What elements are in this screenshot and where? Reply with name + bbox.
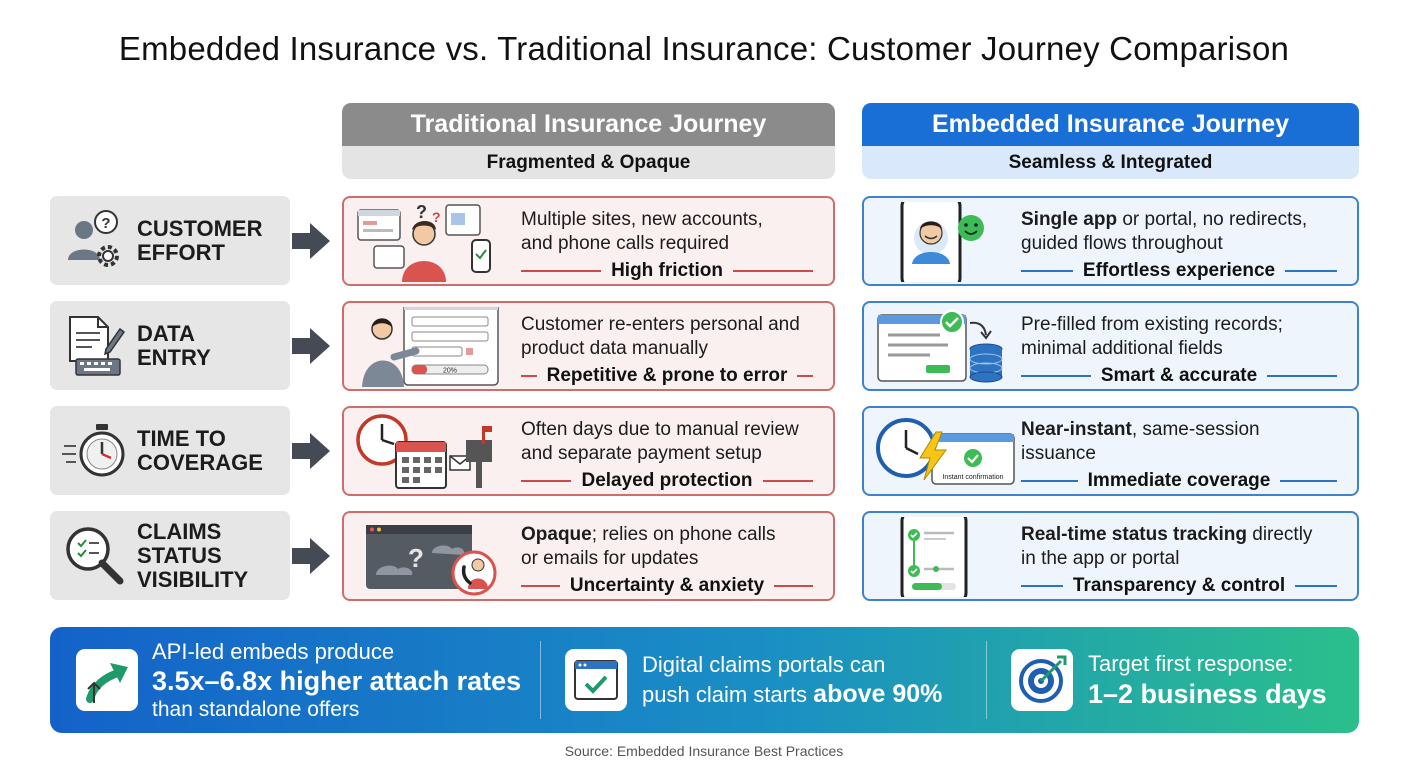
stat-line1: Digital claims portals can	[642, 651, 886, 677]
right-arrow-icon	[292, 328, 330, 364]
stat-line2: push claim starts	[642, 681, 814, 707]
traditional-header-subtitle: Fragmented & Opaque	[342, 146, 835, 179]
row-label-line3: VISIBILITY	[137, 566, 249, 592]
card-tag: Delayed protection	[581, 470, 753, 491]
magnifier-checklist-icon	[66, 527, 124, 585]
traditional-header-title: Traditional Insurance Journey	[342, 103, 835, 146]
right-arrow-icon	[292, 223, 330, 259]
source-note: Source: Embedded Insurance Best Practice…	[564, 743, 844, 759]
card-text-line2: and phone calls required	[521, 233, 730, 254]
clock-lightning-confirmation-icon: Instant confirmation	[876, 418, 1015, 485]
row-label-line1: TIME TO	[137, 425, 226, 451]
stat-line1: API-led embeds produce	[152, 638, 395, 664]
row-label-line2: ENTRY	[137, 344, 211, 370]
confused-person-websites-phone-icon: ? ?	[357, 202, 491, 282]
card-bold-text: Single app	[1021, 209, 1118, 230]
card-text-line1: ; relies on phone calls	[591, 524, 776, 545]
stat-first-response: Target first response: 1–2 business days	[987, 627, 1359, 733]
embedded-card: Real-time status tracking directly in th…	[862, 511, 1359, 601]
card-bold-text: Real-time status tracking	[1021, 524, 1247, 545]
stat-highlight: 3.5x–6.8x higher attach rates	[152, 665, 522, 696]
svg-text:?: ?	[408, 543, 424, 573]
card-tag: High friction	[611, 260, 723, 281]
checked-window-icon	[565, 649, 627, 711]
card-text-line1: , same-session	[1131, 419, 1260, 440]
svg-text:?: ?	[416, 202, 427, 222]
traditional-card: ? ? Multiple sites, new accounts, and ph…	[342, 196, 835, 286]
growth-arrow-icon	[76, 649, 138, 711]
traditional-column-header: Traditional Insurance Journey Fragmented…	[342, 103, 835, 179]
embedded-card: Pre-filled from existing records; minima…	[862, 301, 1359, 391]
card-text-line2: minimal additional fields	[1021, 338, 1223, 359]
embedded-header-subtitle: Seamless & Integrated	[862, 146, 1359, 179]
card-bold-text: Near-instant	[1021, 419, 1132, 440]
traditional-card: Often days due to manual review and sepa…	[342, 406, 835, 496]
card-bold-text: Opaque	[521, 524, 592, 545]
stopwatch-icon	[62, 424, 125, 477]
traditional-card: 20% Customer re-enters personal and prod…	[342, 301, 835, 391]
document-keyboard-icon	[69, 316, 126, 376]
row-label-line2: EFFORT	[137, 239, 225, 265]
embedded-card: Single app or portal, no redirects, guid…	[862, 196, 1359, 286]
traditional-card: ? Opaque; relies on phone calls or email…	[342, 511, 835, 601]
svg-text:?: ?	[432, 209, 441, 225]
row-label-line2: STATUS	[137, 542, 222, 568]
right-arrow-icon	[292, 538, 330, 574]
svg-text:?: ?	[101, 215, 110, 232]
prefilled-form-database-icon	[877, 310, 1003, 383]
card-text-line1: Often days due to manual review	[521, 419, 799, 440]
card-tag: Smart & accurate	[1100, 365, 1258, 386]
target-icon	[1011, 649, 1073, 711]
card-tag: Uncertainty & anxiety	[569, 575, 765, 596]
page-title: Embedded Insurance vs. Traditional Insur…	[118, 30, 1290, 67]
embedded-header-title: Embedded Insurance Journey	[862, 103, 1359, 146]
embedded-column-header: Embedded Insurance Journey Seamless & In…	[862, 103, 1359, 179]
card-text-line2: product data manually	[521, 338, 708, 359]
row-label-line2: COVERAGE	[137, 449, 263, 475]
progress-label: 20%	[443, 368, 457, 375]
right-arrow-icon	[292, 433, 330, 469]
person-question-gear-icon: ?	[68, 210, 119, 267]
row-label-line1: DATA	[137, 320, 195, 346]
phone-status-tracker-icon	[900, 517, 968, 597]
card-text-line2: or emails for updates	[521, 548, 699, 569]
card-text-line1: directly	[1246, 524, 1313, 545]
smartphone-happy-user-icon	[900, 202, 984, 282]
card-tag: Effortless experience	[1082, 260, 1276, 281]
clock-calendar-mailbox-icon	[356, 414, 492, 489]
card-text-line1: Multiple sites, new accounts,	[521, 209, 763, 230]
row-label-line1: CUSTOMER	[137, 215, 263, 241]
person-filling-form-icon: 20%	[362, 307, 499, 387]
card-tag: Repetitive & prone to error	[546, 365, 788, 386]
embedded-card: Instant confirmation Near-instant, same-…	[862, 406, 1359, 496]
stat-attach-rates: API-led embeds produce 3.5x–6.8x higher …	[50, 627, 540, 733]
row-label-line1: CLAIMS	[137, 518, 222, 544]
card-text-line2: issuance	[1021, 443, 1096, 464]
card-text-line1: Pre-filled from existing records;	[1021, 314, 1283, 335]
card-text-line2: guided flows throughout	[1021, 233, 1223, 254]
stat-claims-portals: Digital claims portals can push claim st…	[541, 627, 986, 733]
card-tag: Transparency & control	[1072, 575, 1286, 596]
cloudy-window-phone-icon: ?	[366, 525, 497, 596]
stats-banner: API-led embeds produce 3.5x–6.8x higher …	[50, 627, 1359, 733]
card-text-line2: and separate payment setup	[521, 443, 762, 464]
stat-highlight: above 90%	[813, 679, 943, 708]
stat-line1: Target first response:	[1088, 651, 1294, 676]
card-text-line2: in the app or portal	[1021, 548, 1180, 569]
card-text-line1: or portal, no redirects,	[1117, 209, 1308, 230]
stat-highlight: 1–2 business days	[1088, 679, 1327, 709]
card-tag: Immediate coverage	[1087, 470, 1271, 491]
card-text-line1: Customer re-enters personal and	[521, 314, 800, 335]
stat-line3: than standalone offers	[152, 697, 360, 721]
confirm-label: Instant confirmation	[942, 474, 1003, 481]
